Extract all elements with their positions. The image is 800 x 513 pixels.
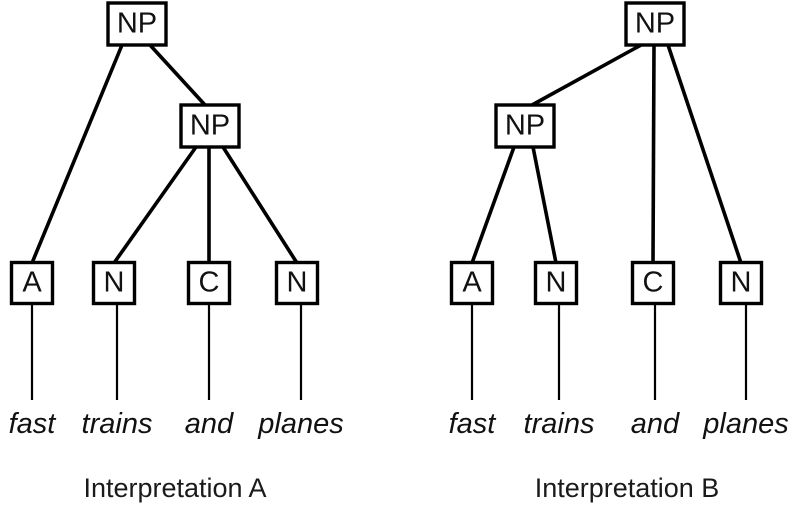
node-box-b-leaf-c [630, 260, 676, 306]
edges-layer [30, 43, 743, 265]
node-box-a-leaf-n2 [274, 260, 320, 306]
tree-edge-b-inner-np-to-b-leaf-n1 [531, 146, 558, 264]
node-box-a-leaf-n1 [91, 260, 137, 306]
tree-edge-b-root-np-to-b-inner-np [531, 43, 642, 107]
tree-edge-a-root-np-to-a-leaf-a [30, 44, 124, 264]
node-a-leaf-a: A [9, 260, 55, 306]
tree-edge-a-root-np-to-a-inner-np [148, 43, 207, 107]
node-label-b-leaf-a: A [462, 267, 482, 299]
node-box-a-leaf-a [9, 260, 55, 306]
node-box-b-leaf-a [449, 260, 495, 306]
node-box-a-leaf-c [186, 260, 232, 306]
leaf-words-layer: fast trains and planes fast trains and planes [9, 408, 789, 440]
node-box-b-inner-np [494, 103, 556, 149]
node-a-root-np: NP [106, 1, 168, 47]
leaf-word-b-word-planes: planes [702, 408, 788, 440]
nodes-layer: NP NP A N C N NP NP A N C N [9, 1, 764, 306]
node-label-a-leaf-n1: N [104, 267, 125, 299]
node-label-a-leaf-c: C [199, 267, 220, 299]
captions-layer: Interpretation A Interpretation B [83, 473, 719, 503]
caption-interpretation-b: Interpretation B [535, 473, 720, 503]
tree-edge-a-inner-np-to-a-leaf-n1 [112, 145, 198, 265]
node-box-b-leaf-n2 [718, 260, 764, 306]
node-box-b-leaf-n1 [533, 260, 579, 306]
node-b-leaf-n1: N [533, 260, 579, 306]
tree-edge-b-root-np-to-b-leaf-n2 [666, 44, 743, 264]
node-a-inner-np: NP [179, 103, 241, 149]
node-a-leaf-n2: N [274, 260, 320, 306]
node-b-inner-np: NP [494, 103, 556, 149]
node-box-a-root-np [106, 1, 168, 47]
tree-edge-b-inner-np-to-b-leaf-a [470, 146, 516, 264]
node-label-b-leaf-n1: N [546, 267, 567, 299]
tree-edge-a-inner-np-to-a-leaf-n2 [221, 146, 299, 264]
tree-edge-b-root-np-to-b-leaf-c [651, 44, 656, 264]
node-b-leaf-c: C [630, 260, 676, 306]
node-a-leaf-n1: N [91, 260, 137, 306]
leaf-stems-layer [30, 304, 748, 400]
caption-interpretation-a: Interpretation A [83, 473, 266, 503]
leaf-word-a-word-trains: trains [82, 408, 153, 440]
node-label-a-leaf-a: A [22, 267, 42, 299]
node-label-b-leaf-c: C [643, 267, 664, 299]
leaf-word-a-word-and: and [185, 408, 234, 440]
leaf-word-a-word-fast: fast [9, 408, 58, 440]
node-b-leaf-n2: N [718, 260, 764, 306]
node-label-a-root-np: NP [117, 8, 157, 40]
node-label-b-leaf-n2: N [731, 267, 752, 299]
node-label-b-inner-np: NP [505, 110, 545, 142]
leaf-word-b-word-trains: trains [524, 408, 595, 440]
node-a-leaf-c: C [186, 260, 232, 306]
node-box-a-inner-np [179, 103, 241, 149]
node-label-a-inner-np: NP [190, 110, 230, 142]
leaf-word-b-word-and: and [631, 408, 680, 440]
node-b-leaf-a: A [449, 260, 495, 306]
node-label-b-root-np: NP [635, 8, 675, 40]
node-box-b-root-np [624, 1, 686, 47]
node-label-a-leaf-n2: N [287, 267, 308, 299]
leaf-word-b-word-fast: fast [449, 408, 498, 440]
leaf-word-a-word-planes: planes [257, 408, 343, 440]
node-b-root-np: NP [624, 1, 686, 47]
